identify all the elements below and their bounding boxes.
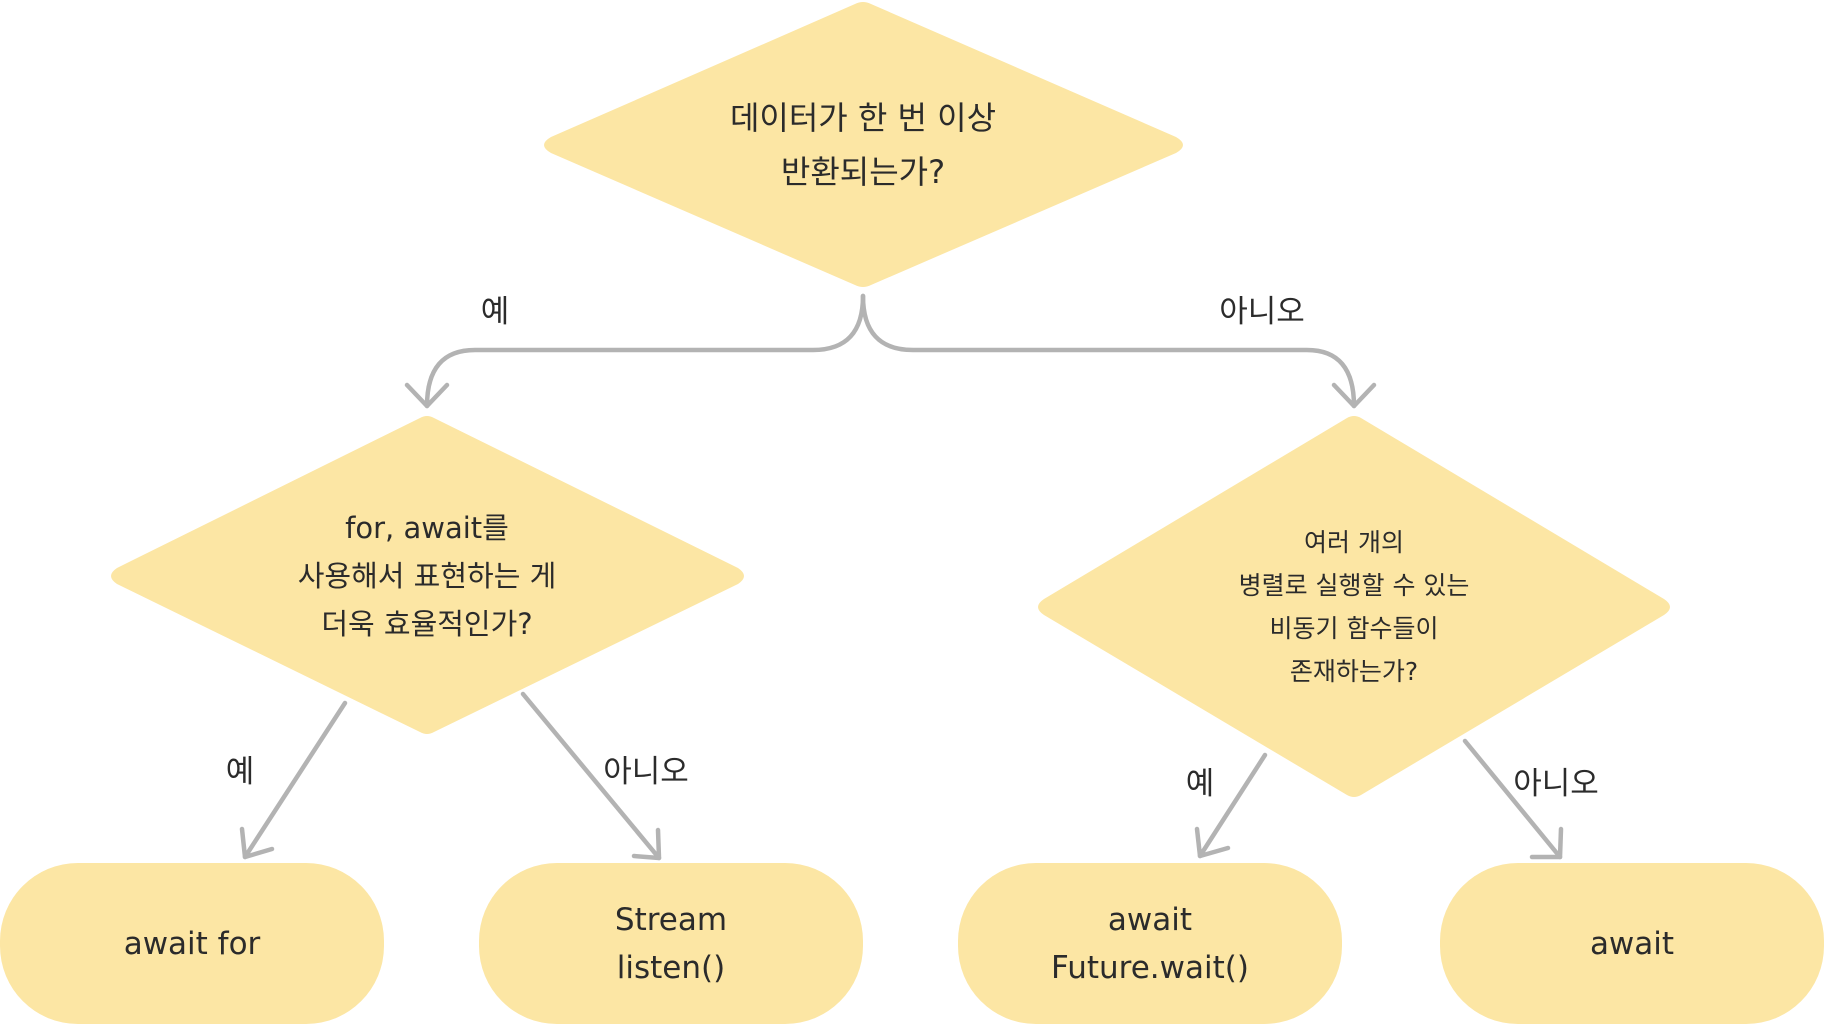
- edge-label-root-no: 아니오: [1219, 294, 1305, 330]
- decision-right-line-2: 병렬로 실행할 수 있는: [1238, 571, 1470, 600]
- outcome-stream-listen-line-1: Stream: [614, 902, 728, 938]
- decision-left-line-2: 사용해서 표현하는 게: [297, 559, 557, 593]
- arrowhead-root-yes: [404, 382, 450, 409]
- decision-left-shape: [111, 416, 744, 734]
- decision-root-label: 데이터가 한 번 이상 반환되는가?: [730, 91, 996, 199]
- decision-root-shape: [544, 2, 1183, 287]
- outcome-await-for-line-1: await for: [123, 926, 261, 962]
- outcome-stream-listen-shape: [479, 863, 863, 1024]
- arrowhead-right-yes: [1194, 826, 1231, 859]
- edge-label-left-no: 아니오: [603, 754, 689, 790]
- edge-root-no: [860, 293, 1357, 409]
- outcome-await-for-label: await for: [124, 920, 261, 968]
- decision-left-line-1: for, await를: [345, 511, 509, 545]
- decision-right-line-4: 존재하는가?: [1289, 657, 1419, 686]
- edge-right-yes: [1197, 752, 1268, 859]
- outcome-await-shape: [1440, 863, 1824, 1024]
- arrowhead-left-yes: [239, 826, 275, 860]
- edge-label-right-no: 아니오: [1513, 766, 1599, 802]
- arrowhead-right-no: [1529, 826, 1564, 860]
- decision-right-line-3: 비동기 함수들이: [1269, 614, 1439, 643]
- edge-label-right-yes: 예: [1185, 766, 1215, 802]
- decision-root-line-2: 반환되는가?: [780, 153, 946, 191]
- arrowhead-left-no: [631, 827, 662, 861]
- decision-left-label: for, await를 사용해서 표현하는 게 더욱 효율적인가?: [298, 504, 557, 648]
- edge-left-yes: [242, 700, 348, 860]
- outcome-future-wait-shape: [958, 863, 1342, 1024]
- decision-right-line-1: 여러 개의: [1304, 528, 1404, 557]
- edge-right-no: [1462, 738, 1563, 860]
- outcome-future-wait-line-2: Future.wait(): [1051, 950, 1249, 986]
- outcome-await-label: await: [1590, 920, 1674, 968]
- edge-label-left-yes: 예: [225, 754, 255, 790]
- edge-label-root-yes: 예: [480, 294, 510, 330]
- decision-right-shape: [1038, 416, 1670, 797]
- edge-left-no: [520, 691, 662, 861]
- decision-right-label: 여러 개의 병렬로 실행할 수 있는 비동기 함수들이 존재하는가?: [1239, 521, 1470, 693]
- outcome-await-for-shape: [0, 863, 384, 1024]
- outcome-await-line-1: await: [1589, 926, 1675, 962]
- outcome-future-wait-line-1: await: [1107, 902, 1193, 938]
- outcome-stream-listen-label: Stream listen(): [615, 896, 727, 992]
- decision-root-line-1: 데이터가 한 번 이상: [729, 99, 997, 137]
- edge-root-yes: [424, 293, 866, 409]
- arrowhead-root-no: [1331, 382, 1377, 409]
- decision-left-line-3: 더욱 효율적인가?: [321, 607, 533, 641]
- outcome-stream-listen-line-2: listen(): [616, 950, 726, 986]
- outcome-future-wait-label: await Future.wait(): [1051, 896, 1249, 992]
